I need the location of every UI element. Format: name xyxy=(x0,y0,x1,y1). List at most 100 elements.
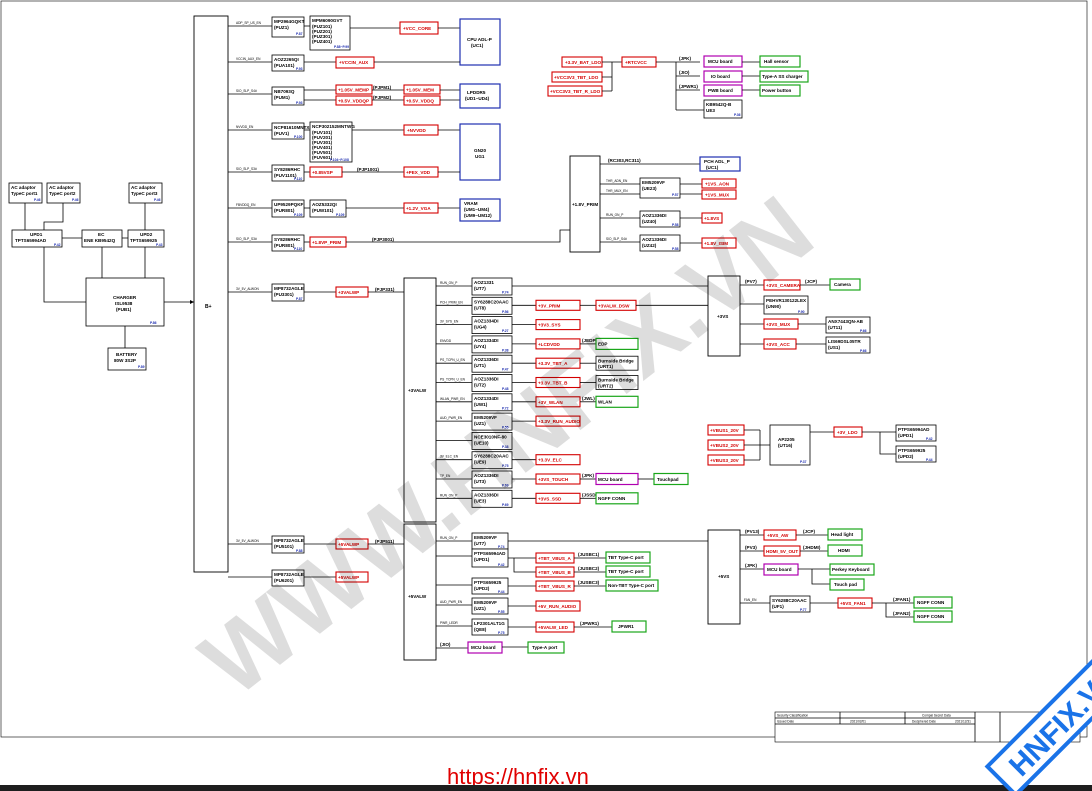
svg-text:(JPK): (JPK) xyxy=(679,56,691,61)
svg-text:EC: EC xyxy=(98,232,105,237)
svg-text:UE3: UE3 xyxy=(706,108,715,113)
alw3-chip xyxy=(471,374,513,392)
adapter-3: AC adaptor TypeC port3 P.46 xyxy=(128,182,163,204)
svg-text:+5VALWP: +5VALWP xyxy=(338,575,359,580)
svg-text:Compal Secret Data: Compal Secret Data xyxy=(922,714,951,718)
svg-text:+1.2V_VGA: +1.2V_VGA xyxy=(406,206,431,211)
svg-text:EM5209VF: EM5209VF xyxy=(642,180,665,185)
svg-text:(JPWR1): (JPWR1) xyxy=(679,84,698,89)
upd2-block: UPD2 TPTS659925 P.43 xyxy=(127,229,165,248)
svg-text:NGFF CONN: NGFF CONN xyxy=(917,600,945,605)
alw3-chip-part: EM5209VF xyxy=(474,415,497,420)
alw3-signal: WLAN_PWR_EN xyxy=(440,397,465,401)
svg-text:P.42: P.42 xyxy=(926,437,933,441)
svg-text:(PV13): (PV13) xyxy=(745,529,760,534)
site-url[interactable]: https://hnfix.vn xyxy=(447,764,589,789)
alw3-chip-page: P.69 xyxy=(502,484,509,488)
prim-section: +1.8V_PRIM (RC303,RC311) PCH ADL_P (UC1)… xyxy=(569,155,741,253)
svg-text:(PUV201): (PUV201) xyxy=(312,135,333,140)
svg-text:SY8286RHC: SY8286RHC xyxy=(274,237,301,242)
alw3-chip-part: AOZ1331 xyxy=(474,280,494,285)
svg-text:(PUZ1): (PUZ1) xyxy=(274,25,289,30)
alw3-conn: (JEDP) xyxy=(582,338,598,343)
svg-text:(UZ1): (UZ1) xyxy=(474,606,486,611)
svg-text:+3VS: +3VS xyxy=(717,314,728,319)
svg-text:LPDDR5: LPDDR5 xyxy=(467,90,486,95)
svg-text:P.58: P.58 xyxy=(672,247,679,251)
alw3-chip-page: P.74 xyxy=(502,291,509,295)
svg-text:+0.85VSP: +0.85VSP xyxy=(312,170,333,175)
alw3-target xyxy=(595,395,639,408)
svg-text:P.88~P.99: P.88~P.99 xyxy=(334,45,349,49)
svg-text:MP8732AGLE: MP8732AGLE xyxy=(274,538,304,543)
alw3-target xyxy=(595,337,639,350)
alw3-rail xyxy=(535,454,581,466)
svg-text:P.87: P.87 xyxy=(296,297,303,301)
svg-text:(UPD2): (UPD2) xyxy=(474,586,490,591)
alw3-chip-page: P.72 xyxy=(502,406,509,410)
svg-text:+5VS_FAN1: +5VS_FAN1 xyxy=(840,601,866,606)
svg-text:(UT7): (UT7) xyxy=(474,541,486,546)
svg-text:UP9529PQKF: UP9529PQKF xyxy=(274,202,304,207)
svg-text:EM5209VF: EM5209VF xyxy=(474,535,497,540)
svg-text:+PEX_VDD: +PEX_VDD xyxy=(406,170,431,175)
svg-text:(UM1~UM4): (UM1~UM4) xyxy=(464,207,490,212)
svg-text:ANX7443QN-AB: ANX7443QN-AB xyxy=(828,319,864,324)
rtc-section: +3.3V_BAT_LDO +VCC3V3_TBT_LDO +VCC3V3_TB… xyxy=(547,55,809,119)
alw3-chip-ref: (UT7) xyxy=(474,286,486,291)
alw3-chip-ref: (UE10) xyxy=(474,440,489,445)
svg-text:P.77: P.77 xyxy=(800,608,807,612)
svg-text:NGFF CONN: NGFF CONN xyxy=(917,614,945,619)
svg-text:(PJP3001): (PJP3001) xyxy=(372,237,394,242)
svg-text:(PUM1): (PUM1) xyxy=(274,95,290,100)
svg-text:(PUZ101): (PUZ101) xyxy=(312,24,332,29)
alw3-chip-page: P.47 xyxy=(502,368,509,372)
svg-text:+RTCVCC: +RTCVCC xyxy=(625,60,648,65)
alw3-chip-part: AOZ1334DI xyxy=(474,338,499,343)
svg-text:(JUSBC3): (JUSBC3) xyxy=(578,580,600,585)
svg-text:PWB board: PWB board xyxy=(708,88,733,93)
svg-text:(JPWR1): (JPWR1) xyxy=(580,621,599,626)
svg-text:NB7093Q: NB7093Q xyxy=(274,89,295,94)
alw3-chip-ref: (UE3) xyxy=(474,498,486,503)
alw3-target-label: Burnside Bridge xyxy=(598,358,634,363)
alw3-chip-part: AOZ1336DI xyxy=(474,377,499,382)
svg-text:Deciphered Date: Deciphered Date xyxy=(912,720,936,724)
alw3-rail-label: +LCDVDD xyxy=(538,342,561,347)
svg-text:TPTS659925: TPTS659925 xyxy=(130,238,158,243)
battery-block: BATTERY 80W 3S2P P.89 xyxy=(107,347,147,371)
svg-text:+0.5V_VDDQ: +0.5V_VDDQ xyxy=(406,99,434,104)
svg-text:P.46: P.46 xyxy=(154,198,161,202)
svg-text:(PUV1): (PUV1) xyxy=(274,131,290,136)
svg-text:(UC1): (UC1) xyxy=(471,43,484,48)
alw5-section: +5VALW RUN_ON_P EM5209VF (UT7) P.74 PTPS… xyxy=(403,523,708,661)
svg-text:P.109: P.109 xyxy=(294,213,303,217)
alw3-chip-page: P.55 xyxy=(502,426,509,430)
alw3-chip-ref: (UW1) xyxy=(474,402,488,407)
alw3-signal: RUN_ON_P xyxy=(440,281,457,285)
svg-text:P.46: P.46 xyxy=(34,198,41,202)
alw3-chip-ref: (UE9) xyxy=(474,460,486,465)
svg-text:+3VALWP: +3VALWP xyxy=(338,290,359,295)
svg-text:(JFAN2): (JFAN2) xyxy=(893,611,911,616)
svg-text:Power button: Power button xyxy=(762,88,792,93)
alw3-chip-ref: (UG4) xyxy=(474,325,487,330)
b-plus-rails: ADP_SP_US_EN MP2964GQKT (PUZ1) P.87 MPM6… xyxy=(228,15,570,587)
svg-text:MPM6090GVT: MPM6090GVT xyxy=(312,18,343,23)
svg-text:FBVDDQ_EN: FBVDDQ_EN xyxy=(236,203,256,207)
svg-text:AC adaptor: AC adaptor xyxy=(49,185,74,190)
svg-text:+1VS_MUX: +1VS_MUX xyxy=(705,193,730,198)
svg-text:P.66: P.66 xyxy=(860,329,867,333)
svg-text:+TBT_VBUS_A: +TBT_VBUS_A xyxy=(538,556,571,561)
svg-text:+3VS_MUX: +3VS_MUX xyxy=(766,322,791,327)
svg-text:+5V_RUN_AUDIO: +5V_RUN_AUDIO xyxy=(538,604,577,609)
svg-text:PTPS65994AD: PTPS65994AD xyxy=(474,551,506,556)
alw3-chip-page: P.27 xyxy=(502,329,509,333)
svg-text:PTPS65994AD: PTPS65994AD xyxy=(898,427,930,432)
svg-text:(UF1): (UF1) xyxy=(772,604,784,609)
alw3-rail xyxy=(535,319,581,331)
svg-text:(UE23): (UE23) xyxy=(642,186,657,191)
svg-text:IO board: IO board xyxy=(711,74,730,79)
